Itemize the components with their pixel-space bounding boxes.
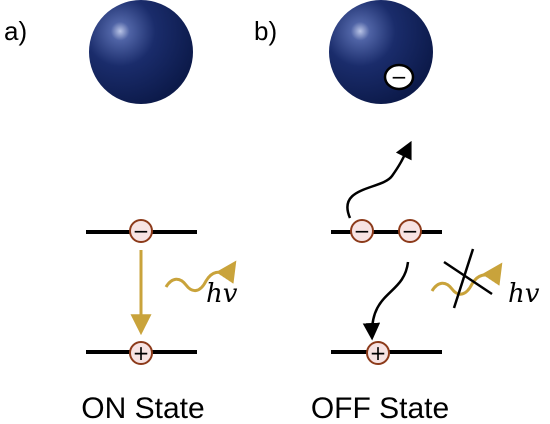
photon-crossout-line-1 [452,248,475,309]
trapped-electron-b: − [383,63,415,91]
electron-b-2: − [398,219,422,243]
photon-wave-b [430,262,503,296]
nanoparticle-sphere-a [89,0,193,104]
panel-b-label: b) [254,16,277,46]
electron-a: − [129,219,153,243]
electron-symbol: − [133,219,150,243]
electron-symbol: − [354,219,371,243]
photon-wave-a [164,260,237,292]
hole-symbol: + [370,341,387,365]
panel-a-label: a) [4,16,27,46]
electron-b-1: − [350,219,374,243]
off-state-label: OFF State [311,392,449,424]
nanoparticle-sphere-b [329,0,433,104]
photon-energy-label-b: hv [508,279,540,309]
panel-a: a) − + hv ON State [4,0,238,424]
ejection-arrow-b [346,140,412,219]
hole-symbol: + [133,341,150,365]
nonradiative-arrow-b [362,261,410,341]
photon-energy-label-a: hv [206,279,238,309]
panel-b: b) − − − + hv OFF [254,0,540,424]
photon-crossout-line-2 [443,260,493,296]
trapped-electron-symbol: − [391,65,408,89]
on-state-label: ON State [81,392,204,424]
electron-symbol: − [402,219,419,243]
hole-b: + [366,341,390,365]
hole-a: + [129,341,153,365]
